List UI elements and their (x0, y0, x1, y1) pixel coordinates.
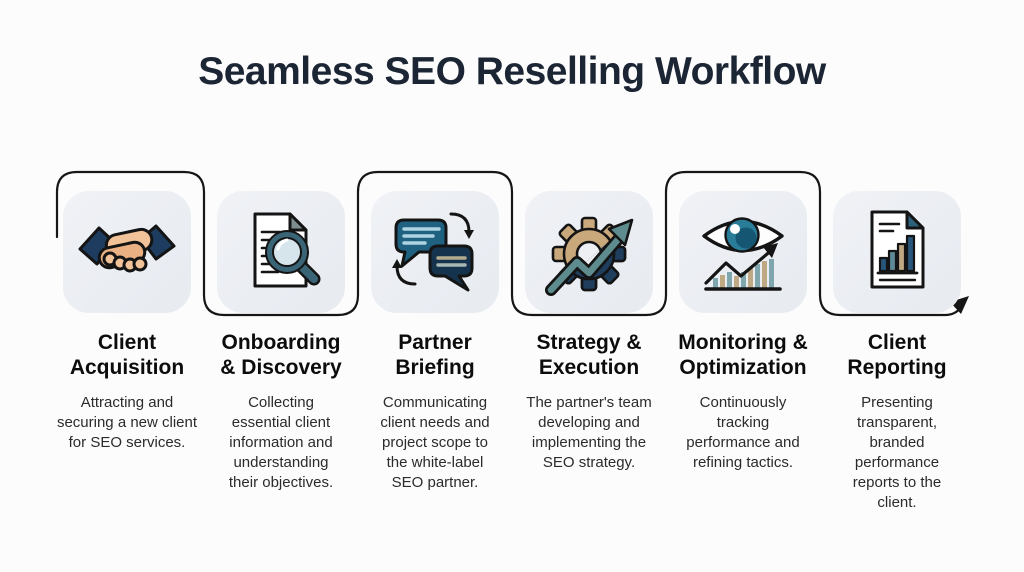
step-title-line: Briefing (395, 356, 475, 379)
step-title: Partner Briefing (395, 330, 474, 380)
step-title-line: Monitoring & (678, 331, 808, 354)
step-title: Monitoring & Optimization (678, 330, 807, 380)
step-monitoring-optimization: Monitoring & Optimization Continuously t… (666, 191, 820, 513)
step-description: Presenting transparent, branded performa… (852, 394, 942, 511)
step-description: Continuously tracking performance and re… (686, 394, 800, 471)
step-partner-briefing: Partner Briefing Communicating client ne… (358, 191, 512, 513)
step-icon-card (217, 191, 345, 313)
step-title-line: Optimization (679, 356, 807, 379)
step-title-line: Strategy & (536, 331, 642, 354)
step-onboarding-discovery: Onboarding & Discovery Collecting essent… (204, 191, 358, 513)
step-description: The partner's team developing and implem… (526, 394, 652, 471)
step-title: Onboarding & Discovery (220, 330, 341, 380)
step-client-acquisition: Client Acquisition Attracting and securi… (50, 191, 204, 513)
gear-growth-arrow-icon (545, 216, 634, 296)
step-icon-card (525, 191, 653, 313)
step-title-line: Partner (398, 331, 472, 354)
chat-exchange-icon (392, 212, 474, 292)
page-title: Seamless SEO Reselling Workflow (198, 50, 826, 93)
step-title: Strategy & Execution (536, 330, 641, 380)
handshake-icon (78, 224, 176, 273)
step-description: Attracting and securing a new client for… (56, 394, 198, 451)
report-document-icon (870, 210, 925, 289)
step-title-line: Client (867, 331, 927, 354)
step-icon-card (63, 191, 191, 313)
step-strategy-execution: Strategy & Execution The partner's team … (512, 191, 666, 513)
step-description: Communicating client needs and project s… (380, 394, 490, 491)
step-title-line: Reporting (847, 356, 947, 379)
step-title-line: Client (97, 331, 157, 354)
eye-analytics-icon (702, 217, 784, 291)
workflow-steps-row: Client Acquisition Attracting and securi… (50, 191, 974, 513)
step-title-line: & Discovery (220, 356, 342, 379)
step-description: Collecting essential client information … (228, 394, 334, 491)
step-client-reporting: Client Reporting Presenting transparent,… (820, 191, 974, 513)
step-title: Client Reporting (847, 330, 946, 380)
step-icon-card (679, 191, 807, 313)
step-title: Client Acquisition (70, 330, 184, 380)
step-icon-card (371, 191, 499, 313)
document-magnifier-icon (253, 212, 321, 288)
step-title-line: Execution (538, 356, 640, 379)
step-icon-card (833, 191, 961, 313)
step-title-line: Acquisition (69, 356, 185, 379)
step-title-line: Onboarding (221, 331, 341, 354)
